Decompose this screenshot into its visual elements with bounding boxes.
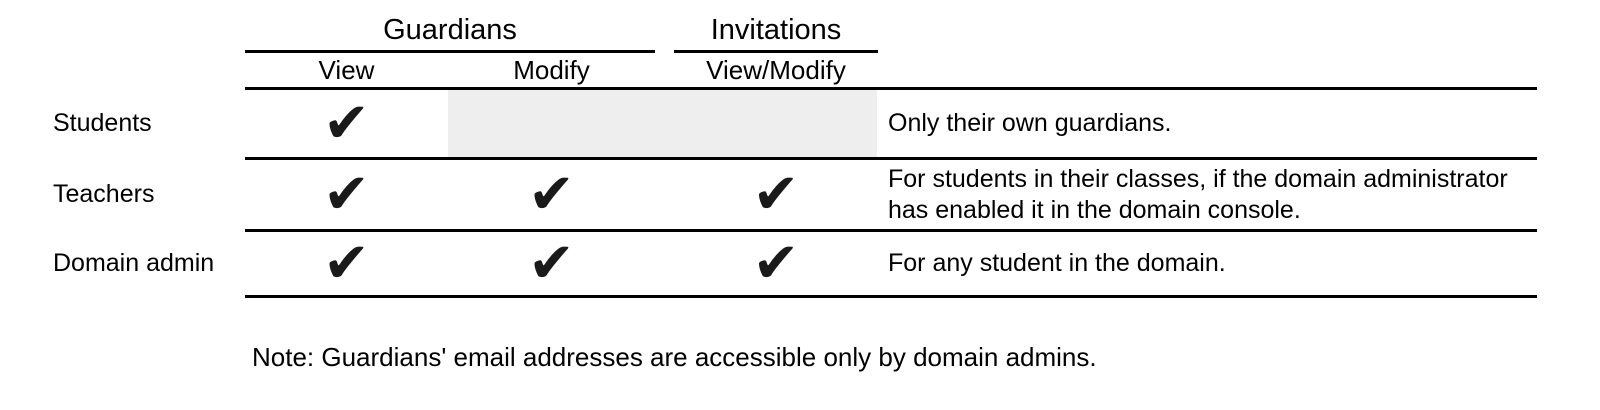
row-label-students: Students [53,109,152,137]
column-group-guardians: Guardians [383,14,517,46]
domain-admin-invitations-view-modify-cell: ✔ [674,232,878,295]
table-rule-after-teachers [245,229,1537,232]
row-label-domain-admin: Domain admin [53,249,215,277]
row-label-teachers: Teachers [53,180,155,208]
students-disabled-cells-shade [448,90,877,157]
domain-admin-guardians-modify-cell: ✔ [448,232,655,295]
students-guardians-view-cell: ✔ [245,90,448,157]
teachers-guardians-modify-cell: ✔ [448,160,655,229]
teachers-invitations-view-modify-cell: ✔ [674,160,878,229]
teachers-guardians-view-cell: ✔ [245,160,448,229]
check-icon: ✔ [528,161,575,227]
table-rule-bottom [245,295,1537,298]
footnote: Note: Guardians' email addresses are acc… [252,342,1097,372]
check-icon: ✔ [528,230,575,296]
column-group-invitations: Invitations [710,14,842,46]
note-teachers: For students in their classes, if the do… [888,164,1508,224]
note-domain-admin: For any student in the domain. [888,249,1226,277]
column-header-view-modify: View/Modify [706,55,846,85]
column-header-modify: Modify [513,55,590,85]
check-icon: ✔ [323,90,370,156]
invitations-group-underline [674,50,878,53]
domain-admin-guardians-view-cell: ✔ [245,232,448,295]
column-header-view: View [318,55,375,85]
check-icon: ✔ [752,230,800,296]
check-icon: ✔ [323,161,370,227]
table-rule-after-students [245,157,1537,160]
table-rule-header [245,87,1537,90]
guardians-group-underline [245,50,655,53]
note-students: Only their own guardians. [888,109,1172,137]
check-icon: ✔ [752,161,800,227]
check-icon: ✔ [323,230,370,296]
